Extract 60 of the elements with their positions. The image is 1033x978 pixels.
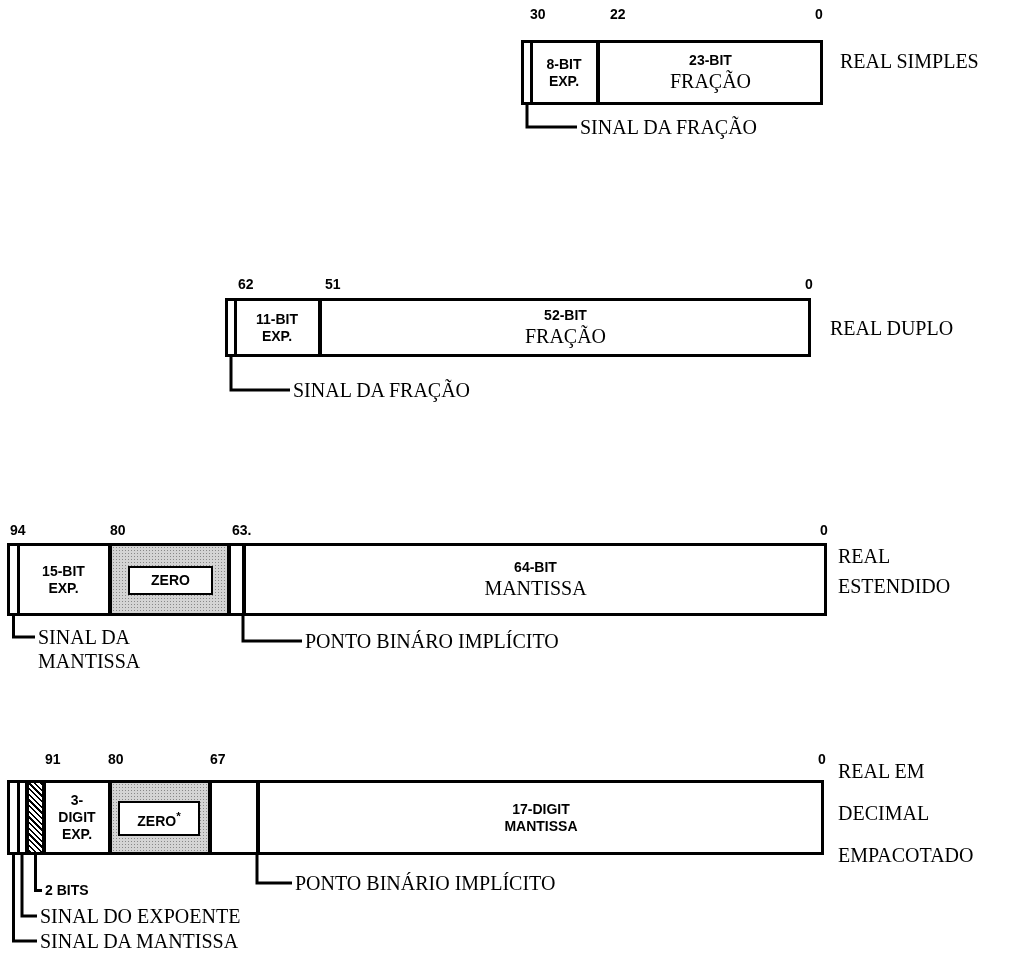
register-bar (7, 543, 827, 616)
reserved-field (110, 783, 210, 852)
register-bar (225, 298, 811, 357)
bit-number: 51 (325, 276, 341, 293)
leader-line (241, 616, 302, 643)
sign-bit-field (229, 546, 244, 613)
bit-number: 0 (805, 276, 813, 293)
format-label: REAL DUPLO (830, 316, 954, 340)
bit-number: 0 (818, 751, 826, 768)
bit-number: 22 (610, 6, 626, 23)
field-text: ZERO$^{*}$ (137, 808, 181, 830)
hatched-field (27, 783, 44, 852)
bit-number: 67 (210, 751, 226, 768)
leader-label: SINAL DO EXPOENTE (40, 904, 241, 928)
register-bar (521, 40, 823, 105)
bit-field (234, 301, 320, 354)
field-text: 23-BIT (689, 52, 732, 69)
bit-field (530, 43, 598, 102)
leader-label: SINAL DA FRAÇÃO (580, 115, 758, 139)
format-label: REAL SIMPLES (840, 49, 979, 73)
leader-line (34, 855, 42, 892)
field-text: FRAÇÃO (669, 69, 752, 93)
leader-label: PONTO BINÁRO IMPLÍCITO (305, 629, 559, 653)
bit-number: 63. (232, 522, 252, 539)
field-text: ZERO (151, 572, 190, 589)
bit-number: 91 (45, 751, 61, 768)
leader-label: SINAL DA MANTISSA (40, 929, 239, 953)
bit-number: 94 (10, 522, 26, 539)
zero-field (118, 801, 200, 836)
field-text: 17-DIGIT MANTISSA (503, 800, 579, 835)
bit-number: 0 (820, 522, 828, 539)
leader-label: SINAL DA FRAÇÃO (293, 378, 471, 402)
field-text: 11-BIT EXP. (255, 310, 299, 345)
reserved-field (110, 546, 229, 613)
field-text: 64-BIT (514, 559, 557, 576)
field-text: MANTISSA (484, 576, 587, 600)
leader-line (229, 357, 290, 392)
register-bar (7, 780, 824, 855)
bit-number: 80 (110, 522, 126, 539)
field-text: 15-BIT EXP. (41, 562, 86, 597)
leader-label: SINAL DA MANTISSA (38, 625, 188, 673)
bit-number: 62 (238, 276, 254, 293)
bit-number: 80 (108, 751, 124, 768)
leader-line (12, 616, 35, 639)
leader-line (525, 105, 577, 129)
zero-field (128, 566, 213, 595)
leader-line (20, 855, 37, 918)
field-text: FRAÇÃO (524, 324, 607, 348)
leader-label: 2 BITS (45, 882, 89, 899)
field-text: 52-BIT (544, 307, 587, 324)
leader-line (12, 855, 37, 943)
leader-line (255, 855, 292, 885)
format-label: REAL ESTENDIDO (838, 544, 952, 599)
bit-number: 0 (815, 6, 823, 23)
format-label: REAL EM DECIMAL EMPACOTADO (838, 759, 975, 868)
sign-bit-field (210, 783, 258, 852)
bit-number: 30 (530, 6, 546, 23)
leader-label: PONTO BINÁRIO IMPLÍCITO (295, 871, 556, 895)
field-text: 3- DIGIT EXP. (57, 792, 97, 843)
field-text: 8-BIT EXP. (545, 55, 583, 90)
